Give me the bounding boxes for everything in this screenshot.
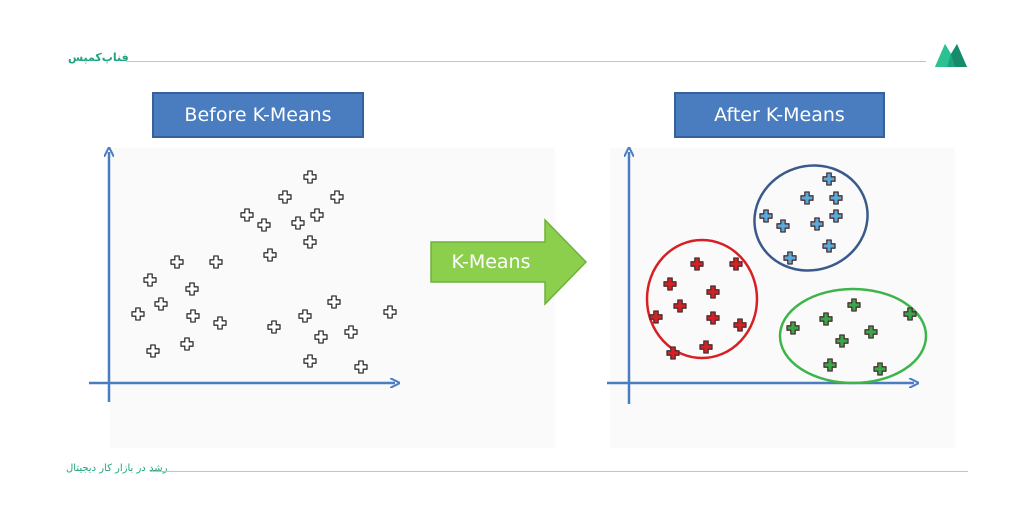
cluster-data-point <box>873 362 887 376</box>
cluster-data-point <box>733 318 747 332</box>
data-point <box>327 295 341 309</box>
cluster-data-point <box>690 257 704 271</box>
after-title: After K-Means <box>674 92 885 138</box>
data-point <box>354 360 368 374</box>
footer-divider <box>150 471 968 472</box>
data-point <box>240 208 254 222</box>
after-points-group <box>649 172 917 376</box>
data-point <box>303 170 317 184</box>
data-point <box>146 344 160 358</box>
data-point <box>143 273 157 287</box>
cluster-data-point <box>864 325 878 339</box>
data-point <box>330 190 344 204</box>
data-point <box>131 307 145 321</box>
cluster-data-point <box>819 312 833 326</box>
tagline: رشد در بازار کار دیجیتال <box>66 463 168 474</box>
cluster-data-point <box>786 321 800 335</box>
data-point <box>291 216 305 230</box>
data-point <box>383 305 397 319</box>
data-point <box>310 208 324 222</box>
cluster-data-point <box>822 239 836 253</box>
data-point <box>303 354 317 368</box>
cluster-red-outline <box>645 238 759 360</box>
data-point <box>209 255 223 269</box>
data-point <box>180 337 194 351</box>
data-point <box>314 330 328 344</box>
brand-name: فناپ‌کمپس <box>68 51 129 64</box>
data-point <box>257 218 271 232</box>
cluster-data-point <box>699 340 713 354</box>
cluster-data-point <box>776 219 790 233</box>
cluster-data-point <box>706 285 720 299</box>
cluster-data-point <box>729 257 743 271</box>
cluster-data-point <box>759 209 773 223</box>
data-point <box>213 316 227 330</box>
cluster-data-point <box>673 299 687 313</box>
cluster-blue-outline <box>753 164 869 272</box>
data-point <box>298 309 312 323</box>
cluster-data-point <box>823 358 837 372</box>
cluster-data-point <box>847 298 861 312</box>
data-point <box>170 255 184 269</box>
after-panel-background <box>610 148 955 448</box>
data-point <box>154 297 168 311</box>
cluster-data-point <box>829 191 843 205</box>
cluster-green-outline <box>778 287 928 385</box>
data-point <box>267 320 281 334</box>
cluster-data-point <box>706 311 720 325</box>
cluster-data-point <box>649 310 663 324</box>
cluster-data-point <box>829 209 843 223</box>
mountain-logo-icon <box>935 44 967 67</box>
cluster-data-point <box>666 346 680 360</box>
before-points-group <box>131 170 397 374</box>
header-divider <box>126 61 926 62</box>
cluster-data-point <box>783 251 797 265</box>
data-point <box>185 282 199 296</box>
data-point <box>263 248 277 262</box>
cluster-data-point <box>903 307 917 321</box>
cluster-data-point <box>835 334 849 348</box>
data-point <box>303 235 317 249</box>
before-title: Before K-Means <box>152 92 364 138</box>
data-point <box>186 309 200 323</box>
kmeans-arrow <box>430 218 588 306</box>
kmeans-arrow-label: K-Means <box>451 251 531 273</box>
cluster-data-point <box>663 277 677 291</box>
data-point <box>278 190 292 204</box>
cluster-data-point <box>800 191 814 205</box>
cluster-data-point <box>810 217 824 231</box>
data-point <box>344 325 358 339</box>
cluster-data-point <box>822 172 836 186</box>
